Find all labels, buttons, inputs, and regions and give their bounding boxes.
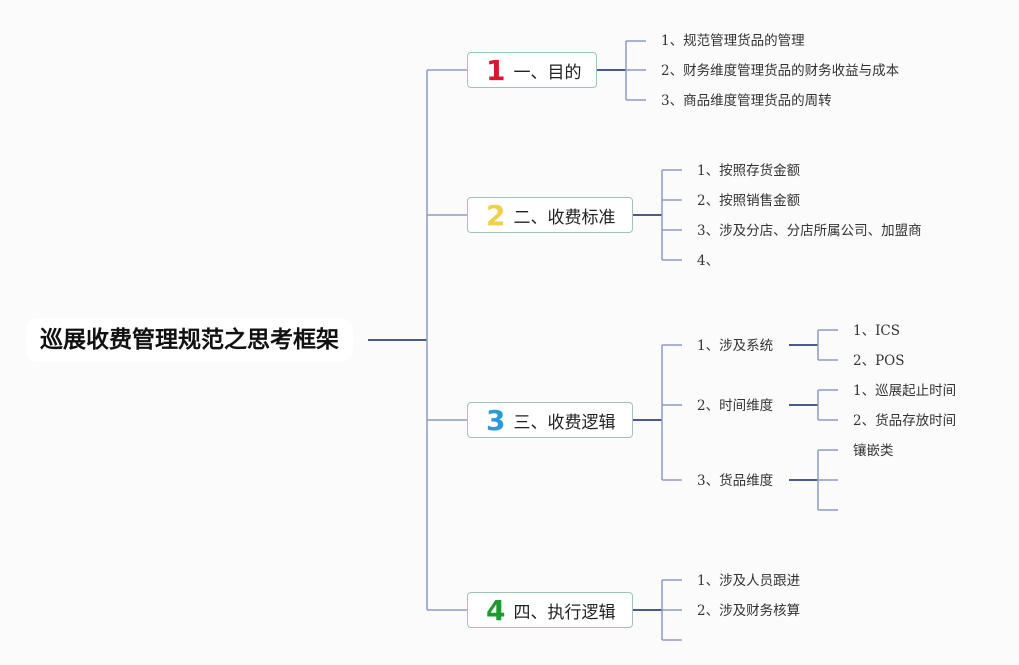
number-2-icon: 2 [486, 198, 506, 232]
number-3-icon: 3 [486, 403, 506, 437]
leaf-topic[interactable]: 1、规范管理货品的管理 [661, 33, 805, 49]
branch-label: 一、目的 [513, 62, 582, 83]
number-1-icon: 1 [486, 53, 506, 87]
leaf-topic[interactable]: 2、POS [853, 353, 905, 369]
subtopic[interactable]: 2、时间维度 [697, 398, 774, 414]
branch-fee-standard[interactable]: 2 二、收费标准 [467, 197, 633, 233]
branch-fee-logic[interactable]: 3 三、收费逻辑 [467, 402, 633, 438]
leaf-topic[interactable]: 1、ICS [853, 323, 900, 339]
leaf-topic[interactable]: 3、涉及分店、分店所属公司、加盟商 [697, 223, 922, 239]
leaf-topic[interactable]: 4、 [697, 253, 720, 269]
leaf-topic[interactable]: 2、涉及财务核算 [697, 603, 801, 619]
branch-label: 二、收费标准 [513, 207, 616, 228]
leaf-topic[interactable]: 2、按照销售金额 [697, 193, 801, 209]
leaf-topic[interactable]: 1、按照存货金额 [697, 163, 801, 179]
subtopic[interactable]: 3、货品维度 [697, 473, 774, 489]
branch-label: 三、收费逻辑 [513, 412, 616, 433]
leaf-topic[interactable]: 镶嵌类 [853, 443, 894, 459]
leaf-topic[interactable]: 2、财务维度管理货品的财务收益与成本 [661, 63, 900, 79]
leaf-topic[interactable]: 3、商品维度管理货品的周转 [661, 93, 832, 109]
leaf-topic[interactable]: 2、货品存放时间 [853, 413, 957, 429]
branch-label: 四、执行逻辑 [513, 602, 616, 623]
leaf-topic[interactable]: 1、巡展起止时间 [853, 383, 957, 399]
branch-purpose[interactable]: 1 一、目的 [467, 52, 597, 88]
branch-execution-logic[interactable]: 4 四、执行逻辑 [467, 592, 633, 628]
root-topic[interactable]: 巡展收费管理规范之思考框架 [26, 318, 353, 362]
subtopic[interactable]: 1、涉及系统 [697, 338, 774, 354]
leaf-topic[interactable]: 1、涉及人员跟进 [697, 573, 801, 589]
number-4-icon: 4 [486, 593, 506, 627]
